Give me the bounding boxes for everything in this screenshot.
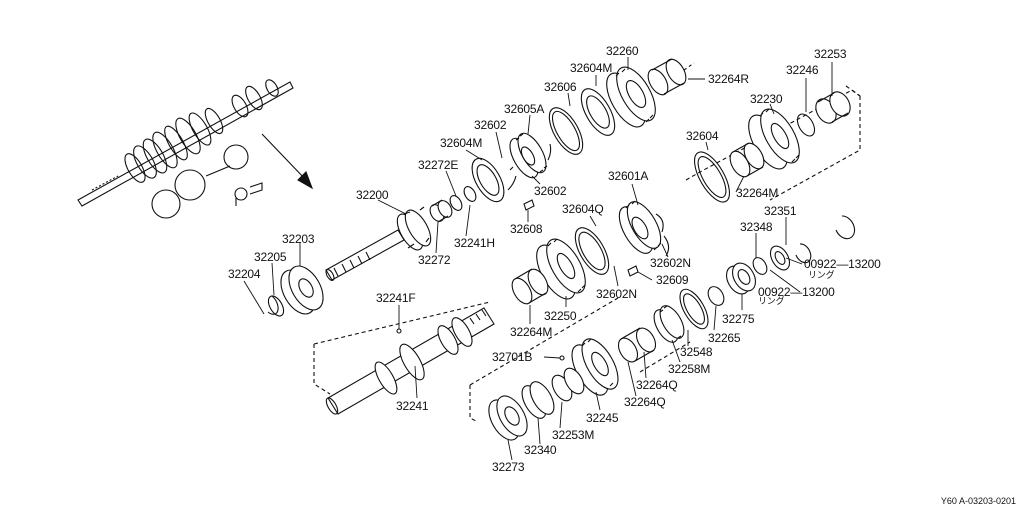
note-ring-b: リング	[758, 296, 785, 306]
part-label-32605A: 32605A	[504, 102, 545, 116]
needle-bearing-32272	[427, 198, 454, 224]
key-32609	[628, 266, 638, 276]
gear-32604M-top	[575, 83, 622, 140]
part-label-32602N: 32602N	[596, 287, 637, 301]
washer-32205	[265, 293, 286, 318]
part-label-32230: 32230	[750, 92, 783, 106]
drawing-code: Y60 A-03203-0201	[940, 496, 1016, 506]
part-label-32264Q: 32264Q	[636, 378, 678, 392]
pin-32241F	[397, 329, 401, 333]
washer-32351	[767, 243, 794, 274]
snap-ring-mid	[796, 244, 811, 263]
gear-32245	[565, 333, 626, 400]
ring-32348	[750, 255, 769, 277]
assembled-shaft-thumbnail	[78, 78, 293, 218]
part-label-32601A: 32601A	[608, 169, 649, 183]
part-label-32604M: 32604M	[440, 136, 483, 150]
part-label-32351: 32351	[764, 204, 797, 218]
part-label-32340: 32340	[524, 443, 557, 457]
part-label-32602: 32602	[534, 184, 567, 198]
part-label-32200: 32200	[356, 188, 389, 202]
collar-32265	[705, 284, 727, 308]
gear-32604M-mid	[466, 153, 511, 207]
part-label-32203: 32203	[282, 232, 315, 246]
part-label-32250: 32250	[544, 309, 577, 323]
part-label-32264R: 32264R	[708, 72, 749, 86]
spring-32602	[508, 144, 551, 190]
gear-32230	[741, 103, 807, 175]
gear-32258M	[649, 302, 689, 346]
part-label-32205: 32205	[254, 250, 287, 264]
synchro-hub-32605A	[504, 129, 551, 182]
bushing-32253	[812, 88, 855, 127]
pin-32701B	[560, 356, 564, 360]
part-label-32604: 32604	[686, 129, 719, 143]
bearing-32203	[274, 260, 330, 320]
bearing-32275	[722, 259, 760, 298]
part-label-32604M: 32604M	[570, 61, 613, 75]
ring-32548	[674, 285, 713, 333]
part-label-32245: 32245	[586, 411, 619, 425]
part-label-32246: 32246	[786, 63, 819, 77]
part-label-32548: 32548	[680, 345, 713, 359]
part-label-00922-13200-a: 00922—13200	[804, 257, 881, 271]
part-label-32265: 32265	[708, 331, 741, 345]
dashed-frame-lower	[470, 298, 690, 422]
part-label-32253M: 32253M	[552, 428, 595, 442]
snap-ring-right	[836, 216, 855, 239]
part-label-00922-13200-b: 00922—13200	[758, 285, 835, 299]
part-label-32602N: 32602N	[650, 256, 691, 270]
needle-bearing-32264Q	[615, 325, 660, 366]
part-label-32602: 32602	[474, 118, 507, 132]
part-label-32241: 32241	[396, 399, 429, 413]
part-label-32608: 32608	[510, 222, 543, 236]
ring-32604	[688, 147, 737, 207]
part-label-32348: 32348	[740, 220, 773, 234]
collar-32253M	[548, 365, 588, 404]
part-label-32272E: 32272E	[418, 158, 459, 172]
leader-lines	[244, 57, 832, 460]
part-label-32264Q: 32264Q	[624, 395, 666, 409]
gear-32250	[529, 233, 593, 305]
part-label-32264M: 32264M	[736, 186, 779, 200]
part-label-32258M: 32258M	[668, 362, 711, 376]
part-label-32253: 32253	[814, 47, 847, 61]
washer-32241H	[448, 185, 479, 213]
ring-32604Q	[569, 222, 616, 279]
note-ring-a: リング	[808, 270, 835, 280]
part-label-32272: 32272	[418, 253, 451, 267]
needle-bearing-32264R	[644, 56, 690, 98]
part-label-32204: 32204	[228, 267, 261, 281]
dashed-frame-upper-right	[686, 86, 860, 200]
part-label-32604Q: 32604Q	[562, 202, 604, 216]
snap-ring-32204	[268, 296, 278, 314]
part-label-32701B: 32701B	[492, 350, 533, 364]
part-label-32264M: 32264M	[510, 325, 553, 339]
part-label-32241F: 32241F	[376, 291, 416, 305]
gear-32340	[517, 378, 559, 422]
bearing-32273	[483, 391, 534, 445]
ring-32606	[543, 102, 590, 159]
key-32608	[524, 200, 534, 210]
needle-bearing-32264M-upper	[726, 140, 768, 180]
gear-32260	[599, 61, 663, 133]
dashed-frame-left	[314, 302, 490, 394]
counter-shaft-32241	[324, 308, 494, 416]
needle-bearing-32264M-lower	[508, 266, 552, 307]
washer-32246	[794, 111, 818, 139]
synchro-hub-32601A	[613, 196, 668, 258]
direction-arrow	[262, 134, 312, 188]
part-label-32609: 32609	[656, 273, 689, 287]
part-label-32241H: 32241H	[454, 236, 495, 250]
part-label-32273: 32273	[492, 460, 525, 474]
part-label-32606: 32606	[544, 80, 577, 94]
part-label-32275: 32275	[722, 312, 755, 326]
main-drive-shaft	[324, 206, 435, 282]
part-label-32260: 32260	[606, 44, 639, 58]
